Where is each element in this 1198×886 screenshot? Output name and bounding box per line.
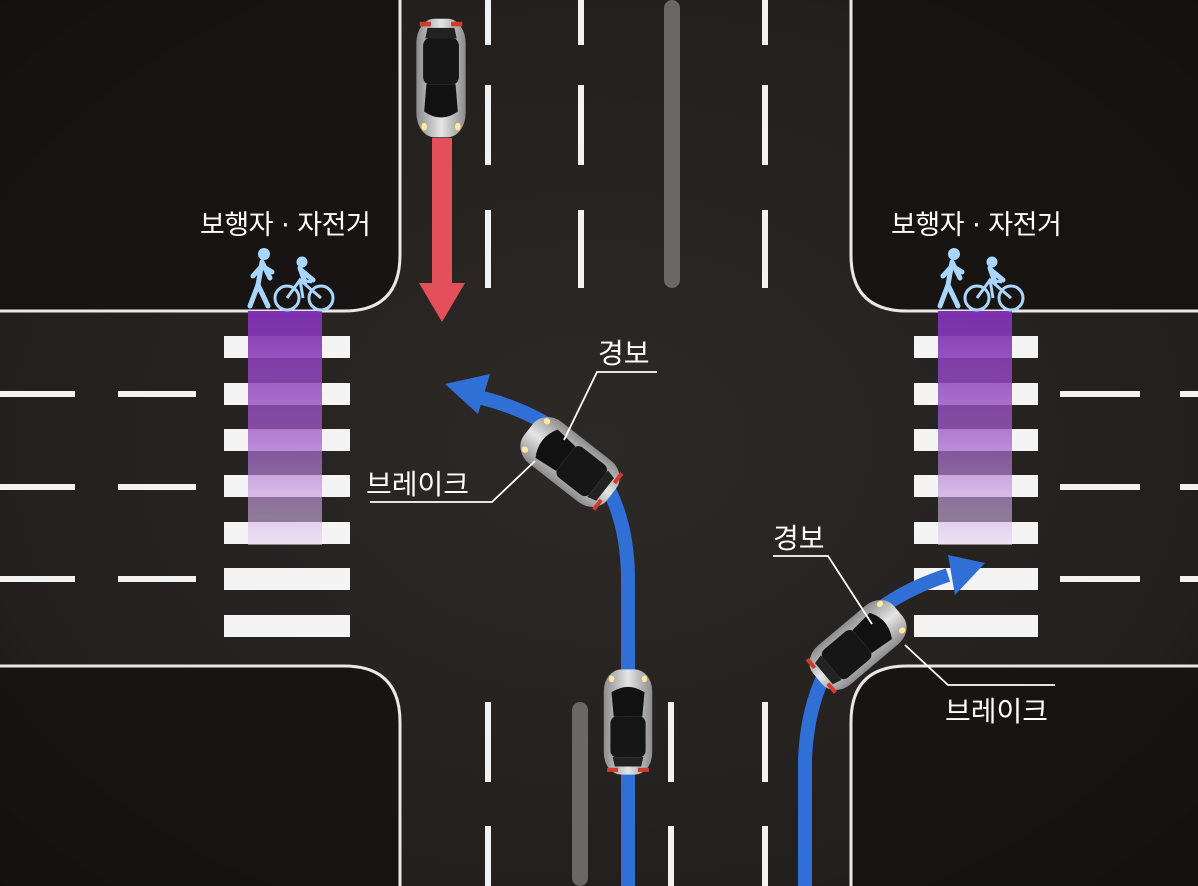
pedestrian-cyclist-label-left: 보행자 · 자전거 bbox=[200, 210, 371, 241]
oncoming-arrow bbox=[419, 138, 465, 322]
brake-label-center: 브레이크 bbox=[366, 468, 470, 501]
bicycle-rider-icon bbox=[273, 256, 335, 312]
waiting-car bbox=[603, 669, 653, 775]
brake-label-right: 브레이크 bbox=[945, 695, 1049, 728]
bicycle-rider-icon bbox=[963, 256, 1025, 312]
warning-label-center: 경보 bbox=[598, 337, 650, 370]
pedestrian-zone-right bbox=[938, 311, 1012, 545]
callout-lines bbox=[370, 371, 1055, 686]
corner-bottom-right bbox=[851, 666, 1198, 886]
center-divider-top bbox=[664, 0, 680, 288]
walking-person-icon bbox=[247, 248, 275, 309]
center-divider-bottom bbox=[572, 702, 588, 886]
corner-top-left bbox=[0, 0, 400, 311]
corner-bottom-left bbox=[0, 666, 400, 886]
walking-person-icon bbox=[937, 248, 965, 309]
pedestrian-cyclist-label-right: 보행자 · 자전거 bbox=[891, 210, 1062, 241]
oncoming-car bbox=[416, 18, 466, 138]
pedestrian-zone-left bbox=[248, 311, 322, 545]
corner-top-right bbox=[851, 0, 1198, 311]
warning-label-right: 경보 bbox=[773, 522, 825, 555]
